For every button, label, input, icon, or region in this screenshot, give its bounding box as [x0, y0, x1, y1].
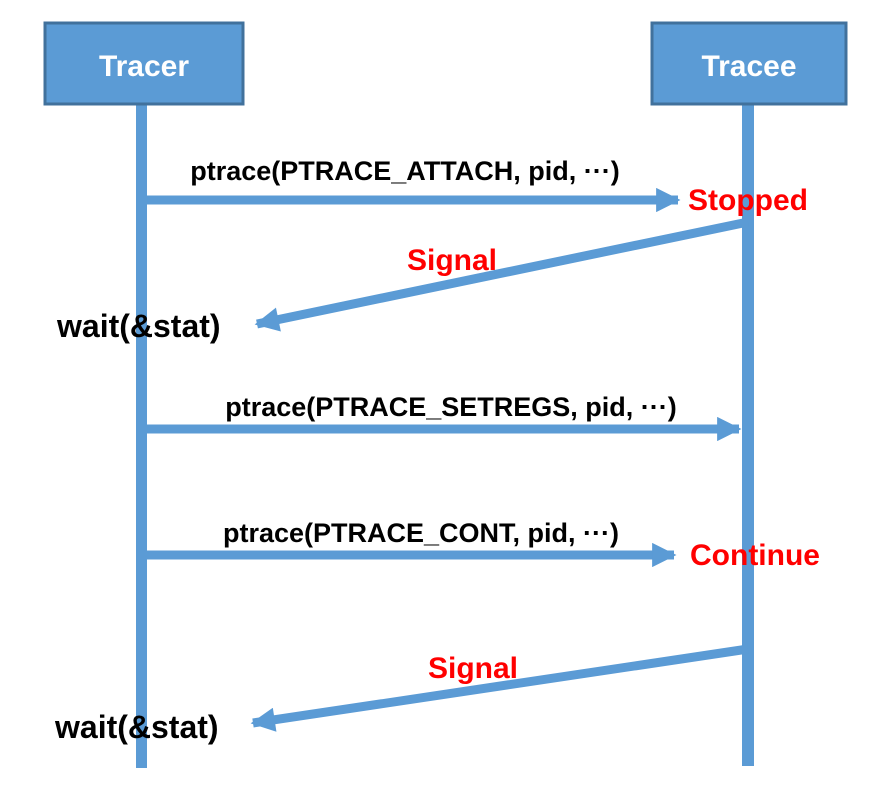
arrow-signal-1: [254, 217, 749, 332]
tracee-actor-label: Tracee: [701, 50, 796, 83]
tracer-actor-box: [43, 21, 245, 106]
message-label-ptrace-cont: ptrace(PTRACE_CONT, pid, ···): [223, 518, 619, 548]
arrow-signal-2: [250, 644, 749, 732]
message-label-wait-2: wait(&stat): [54, 709, 219, 745]
message-label-signal-2: Signal: [428, 652, 518, 685]
message-label-ptrace-attach: ptrace(PTRACE_ATTACH, pid, ···): [190, 156, 619, 186]
tracer-actor-label: Tracer: [99, 50, 189, 83]
state-label-continue: Continue: [690, 539, 820, 572]
tracee-actor-box: [650, 21, 848, 106]
state-label-stopped: Stopped: [688, 184, 808, 217]
message-label-ptrace-setregs: ptrace(PTRACE_SETREGS, pid, ···): [225, 392, 677, 422]
message-label-wait-1: wait(&stat): [56, 308, 221, 344]
message-label-signal-1: Signal: [407, 244, 497, 277]
